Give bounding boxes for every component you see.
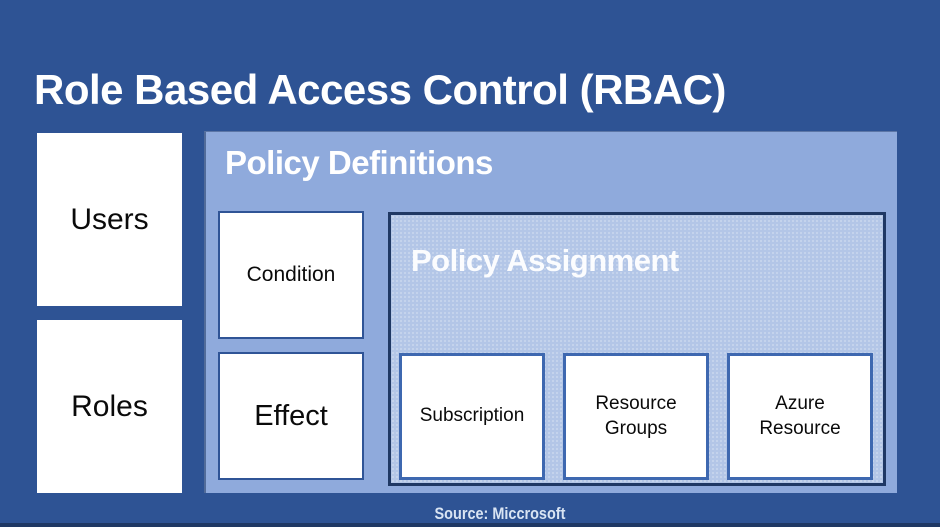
page-title: Role Based Access Control (RBAC) [34,66,726,114]
azure-resource-box-label: Azure Resource [759,392,841,439]
condition-box: Condition [218,211,364,339]
resource-groups-box-label: Resource Groups [595,392,677,439]
source-attribution: Source: Miccrosoft [434,504,566,523]
policy-definitions-title: Policy Definitions [225,144,493,181]
users-box-label: Users [70,202,149,236]
bottom-accent-bar [0,523,940,527]
effect-box-label: Effect [254,399,328,432]
users-box: Users [37,133,182,306]
policy-definitions-panel: Policy Definitions Condition Effect Poli… [204,131,897,493]
resource-groups-box: Resource Groups [563,353,709,480]
effect-box: Effect [218,352,364,480]
roles-box-label: Roles [71,389,148,423]
policy-assignment-title: Policy Assignment [411,243,679,278]
subscription-box-label: Subscription [419,405,525,427]
condition-box-label: Condition [246,263,336,286]
subscription-box: Subscription [399,353,545,480]
policy-assignment-panel: Policy Assignment Subscription Resource … [388,212,886,486]
roles-box: Roles [37,320,182,493]
azure-resource-box: Azure Resource [727,353,873,480]
